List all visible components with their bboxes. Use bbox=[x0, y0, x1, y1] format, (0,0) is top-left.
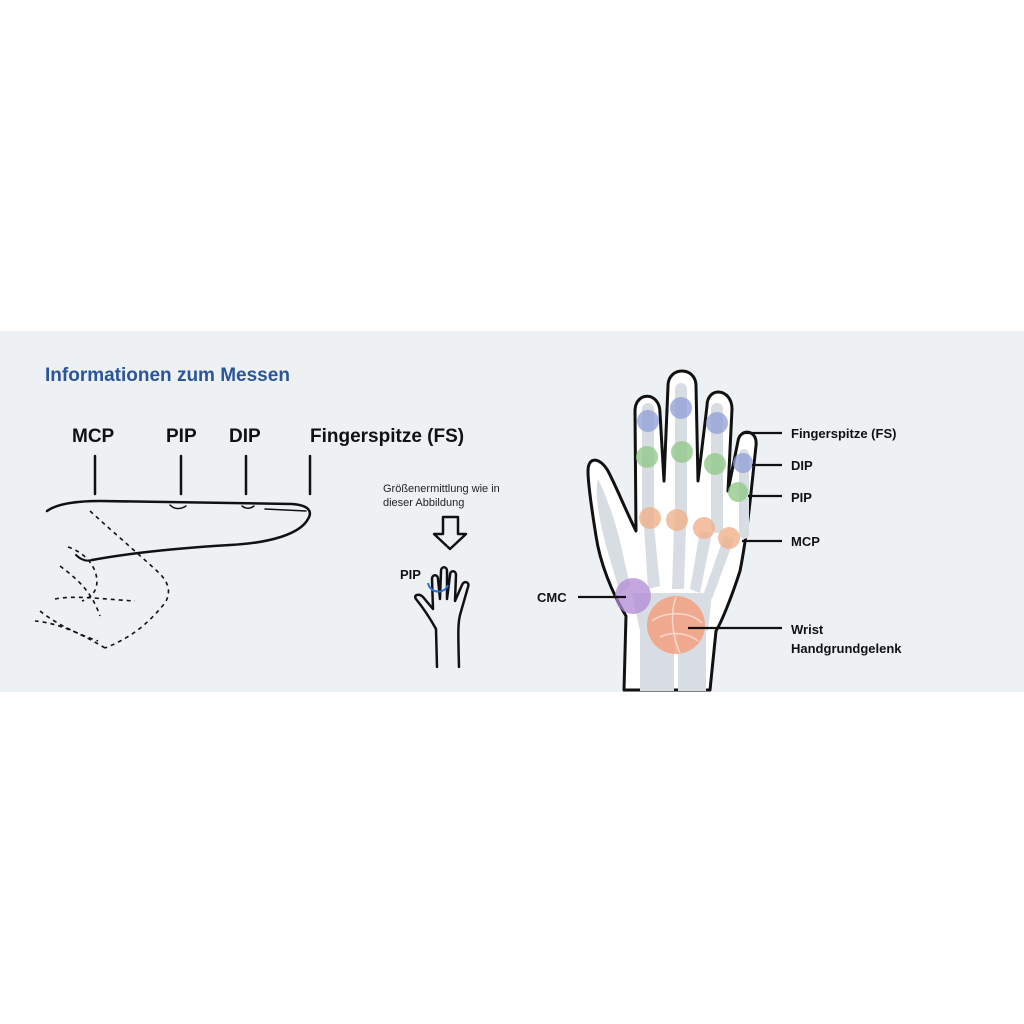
hand-dotted-outline bbox=[34, 510, 170, 649]
label-dip: DIP bbox=[229, 426, 261, 447]
small-hand-pip-label: PIP bbox=[400, 567, 421, 582]
leader-lines bbox=[578, 431, 782, 630]
instruction-line-2: dieser Abbildung bbox=[383, 497, 465, 509]
finger-side-view-illustration bbox=[45, 454, 312, 562]
pip-joints bbox=[636, 441, 748, 502]
xray-label-mcp: MCP bbox=[791, 534, 820, 549]
illustration bbox=[34, 369, 782, 692]
xray-label-wrist: Wrist bbox=[791, 622, 824, 637]
panel-title: Informationen zum Messen bbox=[45, 365, 290, 386]
label-mcp: MCP bbox=[72, 426, 115, 447]
label-fingertip: Fingerspitze (FS) bbox=[310, 426, 465, 447]
measuring-ring-icon bbox=[427, 582, 449, 593]
small-hand-icon bbox=[414, 566, 470, 669]
instruction-line-1: Größenermittlung wie in bbox=[383, 483, 500, 495]
finger-outline bbox=[45, 499, 312, 562]
xray-label-pip: PIP bbox=[791, 490, 812, 505]
down-arrow-icon bbox=[432, 515, 468, 551]
xray-label-handgrundgelenk: Handgrundgelenk bbox=[791, 641, 902, 656]
cmc-joint bbox=[615, 578, 651, 614]
xray-label-dip: DIP bbox=[791, 458, 813, 473]
xray-label-cmc: CMC bbox=[537, 590, 567, 605]
dip-joints bbox=[637, 397, 753, 473]
label-pip: PIP bbox=[166, 426, 197, 447]
wrist-joint bbox=[647, 596, 705, 654]
xray-label-fingertip: Fingerspitze (FS) bbox=[791, 426, 897, 441]
mcp-joints bbox=[639, 507, 740, 549]
xray-hand-illustration bbox=[578, 369, 782, 692]
info-panel: Informationen zum Messen MCP PIP DIP Fin… bbox=[0, 331, 1024, 692]
